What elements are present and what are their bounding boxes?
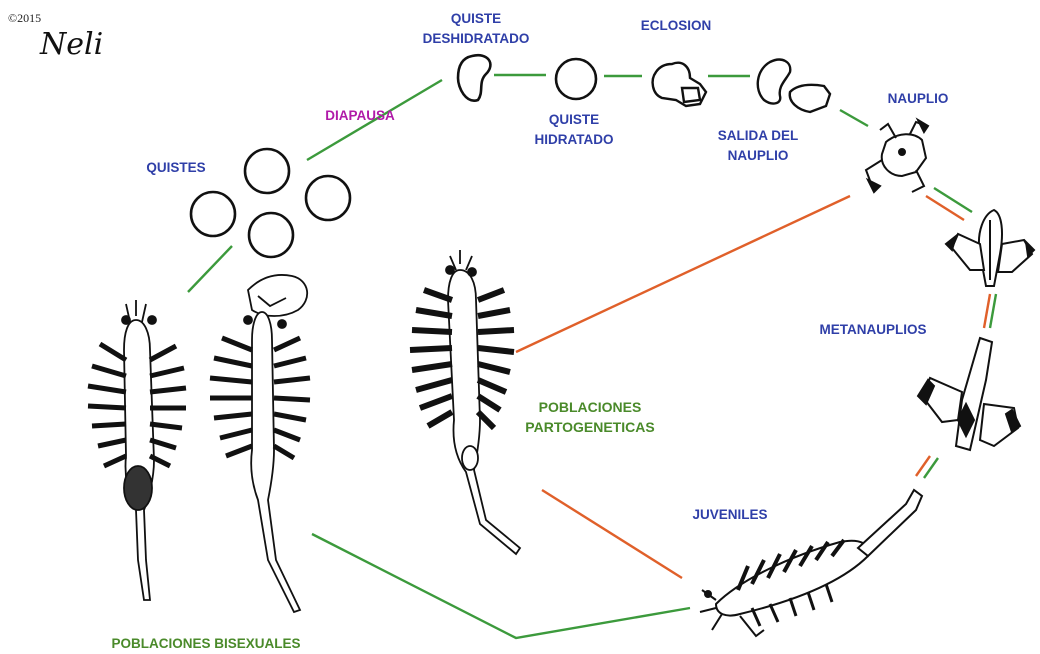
adult-shrimp-icon (410, 250, 520, 554)
cyst-icon (306, 176, 350, 220)
adult-shrimp-icon (88, 300, 186, 600)
orange-dash-meta1 (984, 294, 990, 328)
dehydrated-cyst-icon (458, 55, 490, 100)
line-nauplio-to-parthenogenetic (516, 196, 850, 352)
metanauplius-icon (946, 210, 1034, 286)
signature-text: Neli (39, 27, 103, 62)
cyst-icon (245, 149, 289, 193)
cyst-icon (191, 192, 235, 236)
label-quiste-deshidratado-line2: DESHIDRATADO (423, 31, 530, 46)
green-cycle-lines (188, 75, 996, 638)
label-salida-line2: NAUPLIO (728, 148, 789, 163)
label-juveniles: JUVENILES (692, 507, 767, 522)
label-quiste-hidratado-line1: QUISTE (549, 112, 599, 127)
line-adults-to-cysts (188, 246, 232, 292)
line-meta1-to-meta2 (990, 294, 996, 328)
population-labels: POBLACIONES PARTOGENETICAS POBLACIONES B… (111, 399, 654, 651)
label-poblaciones-bisexuales: POBLACIONES BISEXUALES (111, 636, 300, 651)
hydrated-cyst-icon (556, 59, 596, 99)
label-quiste-hidratado-line2: HIDRATADO (535, 132, 614, 147)
copyright-text: ©2015 (8, 11, 41, 25)
orange-dash-nauplio (926, 196, 964, 220)
line-juvenile-to-bisexual (312, 534, 690, 638)
label-eclosion: ECLOSION (641, 18, 712, 33)
line-salida-to-nauplio (840, 110, 868, 126)
label-quistes: QUISTES (146, 160, 205, 175)
label-poblaciones-partogeneticas-line2: PARTOGENETICAS (525, 419, 654, 435)
label-diapausa: DIAPAUSA (325, 108, 395, 123)
adult-shrimp-icon (210, 275, 310, 612)
label-poblaciones-partogeneticas-line1: POBLACIONES (539, 399, 642, 415)
line-nauplio-to-meta1 (934, 188, 972, 212)
label-metanauplios: METANAUPLIOS (820, 322, 927, 337)
label-salida-line1: SALIDA DEL (718, 128, 799, 143)
cyst-icon (249, 213, 293, 257)
label-nauplio: NAUPLIO (888, 91, 949, 106)
label-quiste-deshidratado-line1: QUISTE (451, 11, 501, 26)
metanauplius-icon (918, 338, 1020, 450)
nauplius-emerging-icon (758, 60, 830, 112)
line-parthenogenetic-to-juvenile (542, 490, 682, 578)
hatching-cyst-icon (653, 63, 706, 106)
cysts-cluster (191, 149, 350, 257)
nauplius-icon (866, 120, 928, 192)
